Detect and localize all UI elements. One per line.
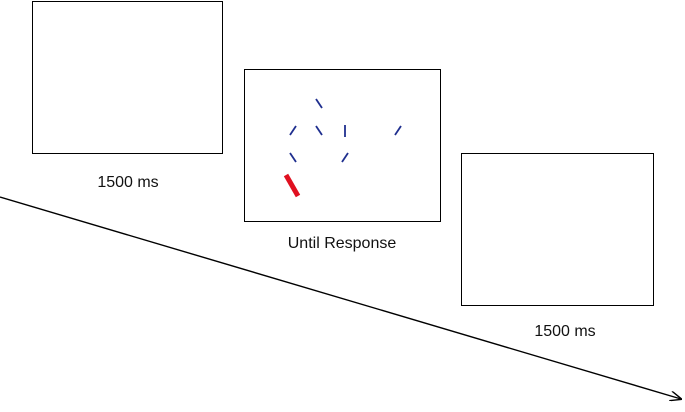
post-blank-duration-label: 1500 ms bbox=[534, 323, 596, 340]
search-display-frame bbox=[244, 69, 441, 222]
post-blank-frame bbox=[461, 153, 654, 306]
fixation-duration-label: 1500 ms bbox=[97, 174, 159, 191]
search-duration-label: Until Response bbox=[287, 235, 397, 252]
fixation-blank-frame bbox=[32, 1, 223, 154]
